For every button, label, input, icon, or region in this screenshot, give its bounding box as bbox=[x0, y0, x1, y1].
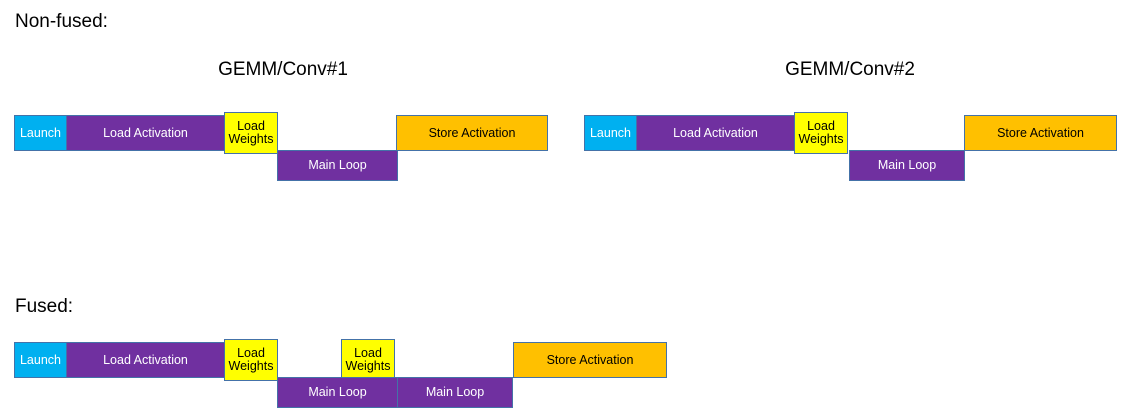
bar-load-weights-fused-1[interactable]: Load Weights bbox=[224, 339, 278, 381]
bar-label: Load Activation bbox=[673, 125, 758, 140]
group-heading-gemm-conv-2: GEMM/Conv#2 bbox=[785, 59, 915, 80]
bar-label: Main Loop bbox=[308, 158, 367, 173]
bar-launch-gemm2[interactable]: Launch bbox=[584, 115, 637, 151]
bar-launch-gemm1[interactable]: Launch bbox=[14, 115, 67, 151]
bar-load-activation-gemm1[interactable]: Load Activation bbox=[66, 115, 225, 151]
bar-store-activation-gemm2[interactable]: Store Activation bbox=[964, 115, 1117, 151]
bar-label: Load Activation bbox=[103, 352, 188, 367]
bar-label: Store Activation bbox=[546, 352, 634, 367]
bar-store-activation-gemm1[interactable]: Store Activation bbox=[396, 115, 548, 151]
bar-label: Load Weights bbox=[228, 346, 274, 373]
section-label-fused: Fused: bbox=[15, 296, 74, 317]
bar-label: Load Weights bbox=[798, 119, 844, 146]
bar-main-loop-gemm2[interactable]: Main Loop bbox=[849, 150, 965, 181]
bar-load-activation-fused[interactable]: Load Activation bbox=[66, 342, 225, 378]
bar-load-weights-gemm1[interactable]: Load Weights bbox=[224, 112, 278, 154]
bar-main-loop-fused-1[interactable]: Main Loop bbox=[277, 377, 398, 408]
bar-label: Load Weights bbox=[345, 346, 391, 373]
bar-label: Launch bbox=[19, 352, 61, 367]
bar-load-activation-gemm2[interactable]: Load Activation bbox=[636, 115, 795, 151]
bar-load-weights-gemm2[interactable]: Load Weights bbox=[794, 112, 848, 154]
bar-label: Launch bbox=[19, 125, 61, 140]
bar-load-weights-fused-2[interactable]: Load Weights bbox=[341, 339, 395, 381]
bar-launch-fused[interactable]: Launch bbox=[14, 342, 67, 378]
bar-label: Main Loop bbox=[308, 385, 367, 400]
bar-label: Load Weights bbox=[228, 119, 274, 146]
bar-main-loop-fused-2[interactable]: Main Loop bbox=[397, 377, 513, 408]
bar-main-loop-gemm1[interactable]: Main Loop bbox=[277, 150, 398, 181]
bar-label: Main Loop bbox=[877, 158, 937, 173]
bar-store-activation-fused[interactable]: Store Activation bbox=[513, 342, 667, 378]
bar-label: Main Loop bbox=[425, 385, 485, 400]
group-heading-gemm-conv-1: GEMM/Conv#1 bbox=[218, 59, 348, 80]
bar-label: Launch bbox=[589, 125, 631, 140]
section-label-nonfused: Non-fused: bbox=[15, 11, 108, 32]
bar-label: Store Activation bbox=[997, 125, 1084, 140]
bar-label: Store Activation bbox=[428, 125, 516, 140]
bar-label: Load Activation bbox=[103, 125, 188, 140]
